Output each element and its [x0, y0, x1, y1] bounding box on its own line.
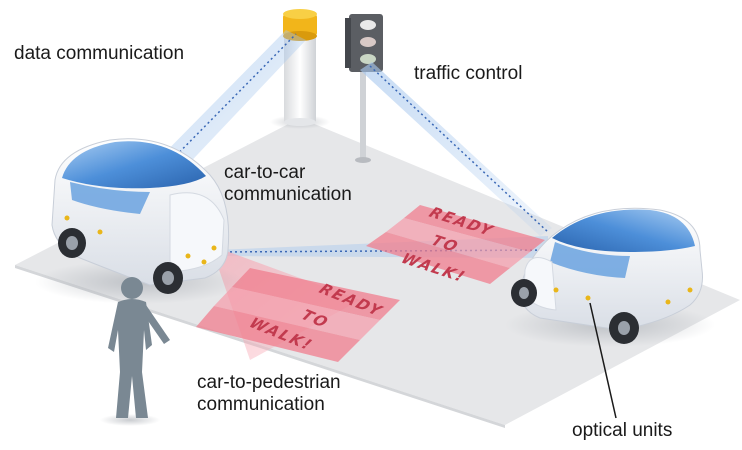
label-car-to-pedestrian-2: communication	[197, 394, 325, 415]
traffic-beam-line	[369, 65, 549, 233]
label-car-to-car-2: communication	[224, 184, 352, 205]
traffic-beam	[360, 62, 552, 236]
label-data-communication: data communication	[14, 43, 185, 64]
data-beam	[140, 30, 306, 192]
car-to-car-line	[214, 249, 549, 253]
right-car	[505, 207, 715, 347]
right-projection: READY TO WALK!	[366, 204, 545, 286]
label-car-to-car-1: car-to-car	[224, 162, 306, 183]
label-traffic-control: traffic control	[414, 63, 523, 84]
traffic-light	[345, 14, 383, 163]
pedestrian-figure	[100, 277, 170, 426]
label-optical-units: optical units	[572, 420, 673, 441]
data-communication-pole	[270, 9, 330, 129]
left-car	[35, 138, 245, 304]
label-car-to-pedestrian-1: car-to-pedestrian	[197, 372, 341, 393]
left-projection: READY TO WALK!	[196, 268, 400, 362]
optical-units-pointer	[589, 302, 617, 419]
